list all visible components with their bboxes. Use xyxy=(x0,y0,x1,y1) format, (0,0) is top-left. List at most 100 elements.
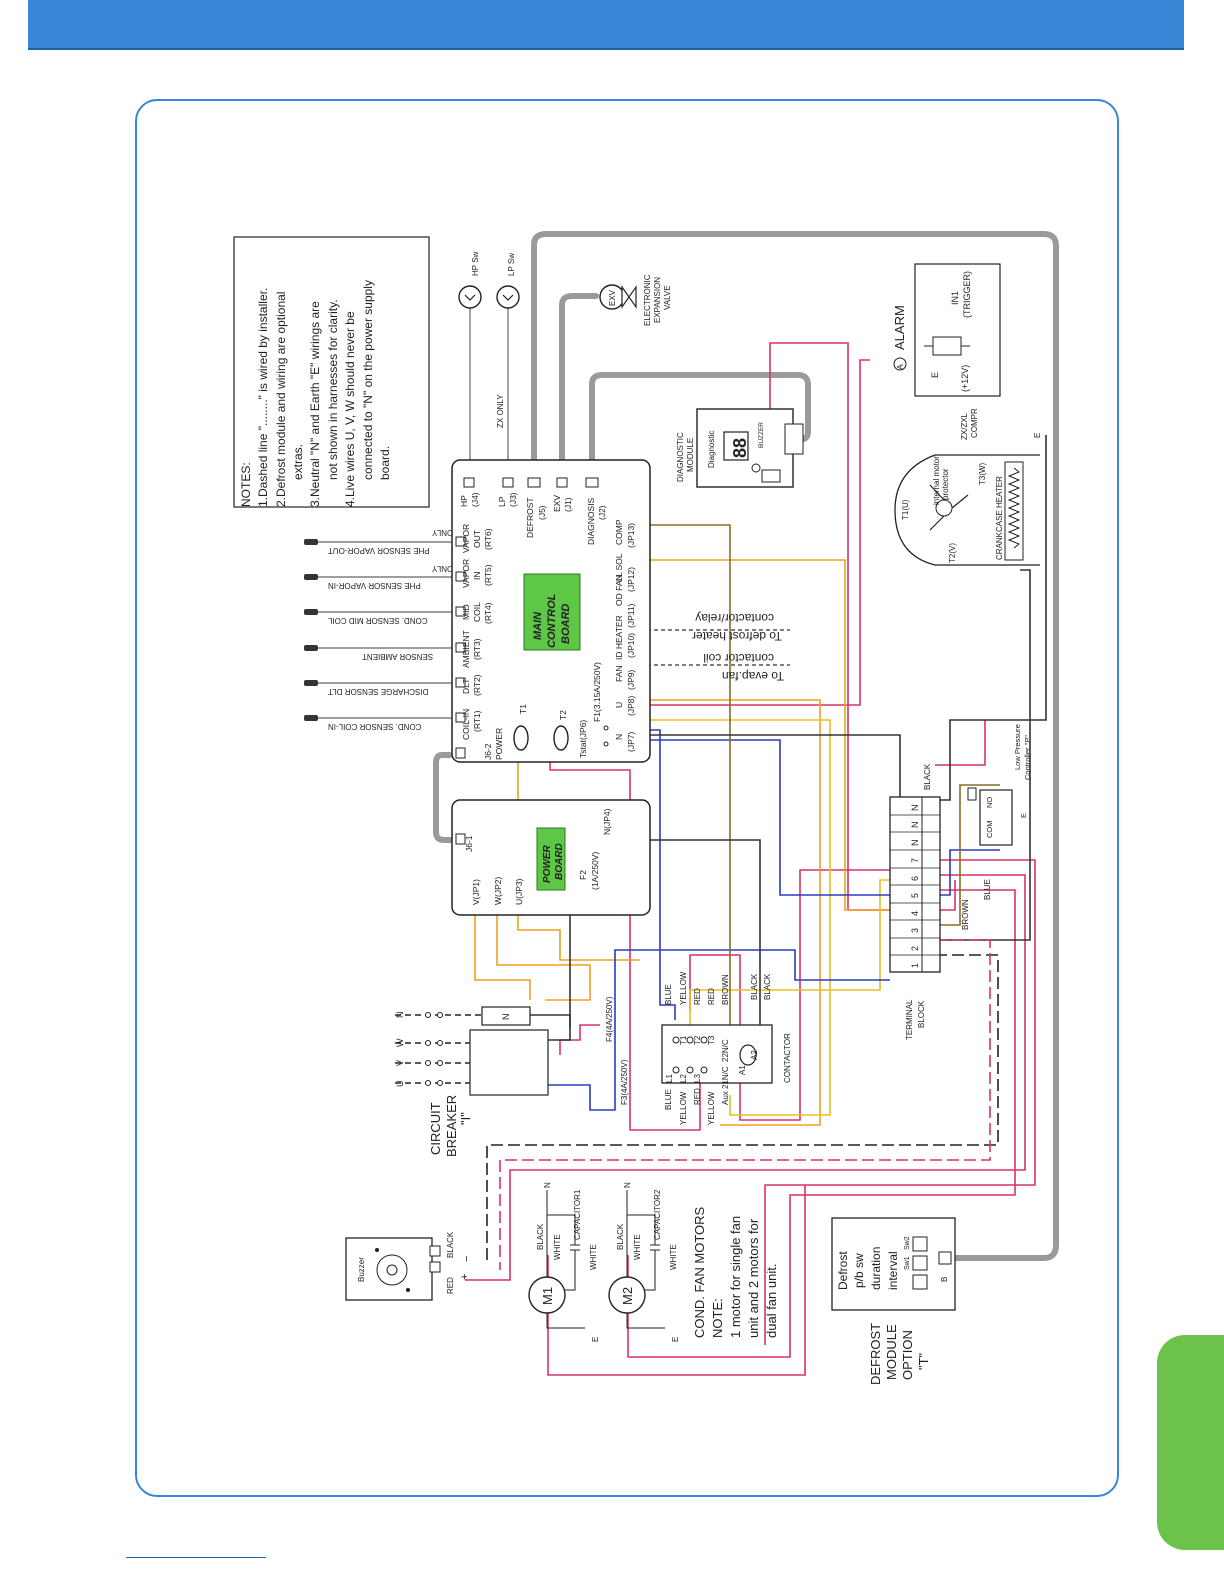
fuse-f4: F4(4A/250V) xyxy=(605,996,614,1042)
port-lp-id: (J3) xyxy=(508,492,518,507)
compressor-protector-2: protector xyxy=(941,468,950,500)
fuse-f3: F3(4A/250V) xyxy=(620,1059,629,1105)
terminal-2: 2 xyxy=(910,946,920,951)
power-board-label-1: POWER xyxy=(542,844,553,883)
port-comp-id: (JP13) xyxy=(626,523,636,548)
breaker-n2: N xyxy=(501,1014,511,1021)
alarm-symbol: A xyxy=(896,364,905,370)
breaker-u: U xyxy=(395,1081,405,1088)
port-diagnosis: DIAGNOSIS xyxy=(586,497,596,545)
port-u: U xyxy=(614,702,624,708)
relay-note-4: To evap.fan xyxy=(722,669,784,683)
sensor-coil-in-label: COND. SENSOR COIL-IN xyxy=(328,722,422,731)
footer-rule xyxy=(126,1557,266,1558)
crankcase-heater-label: CRANKCASE HEATER xyxy=(995,476,1004,560)
alarm-title: ALARM xyxy=(892,305,907,350)
defrost-option-1: DEFROST xyxy=(868,1323,883,1385)
power-njp4: N(JP4) xyxy=(602,808,612,835)
port-rt5-b: IN xyxy=(472,572,482,581)
main-board-label-2: CONTROL xyxy=(546,593,558,648)
port-rt1-a: COIL-IN xyxy=(461,709,471,740)
note-4a: 4.Live wires U, V, W should never be xyxy=(343,311,357,507)
port-heater-id: (JP10) xyxy=(626,633,636,658)
note-4b: connected to "N" on the power supply xyxy=(361,280,375,480)
port-rt4-c: (RT4) xyxy=(483,602,493,624)
fan-motors-note-1: 1 motor for single fan xyxy=(728,1216,743,1338)
port-t2: T2 xyxy=(558,710,568,720)
port-j62: J6-2 xyxy=(483,743,493,760)
port-rt4-b: COIL xyxy=(472,602,482,622)
port-rt2-b: (RT2) xyxy=(472,674,482,696)
defrost-b: B xyxy=(940,1277,949,1282)
wire-yellow-bottom-2: YELLOW xyxy=(707,1091,716,1125)
fan-motors-note-3: dual fan unit. xyxy=(764,1264,779,1338)
contactor-a2: A2 xyxy=(750,1050,759,1060)
terminal-block-title-2: BLOCK xyxy=(917,1000,926,1028)
compressor: T1(U) T2(V) T3(W) internal motor protect… xyxy=(894,408,1042,566)
compressor-model-2: COMPR xyxy=(970,408,979,438)
m1-black-wire: BLACK xyxy=(536,1223,545,1250)
defrost-label-4: interval xyxy=(886,1251,900,1290)
circuit-breaker: N W V U N F3(4A/250V) F4(4A/250V) CIRCUI… xyxy=(395,996,629,1157)
power-board-label-2: BOARD xyxy=(554,843,565,880)
wire-blue-top: BLUE xyxy=(664,984,673,1005)
sensor-vapor-in-note: ZXL ONLY xyxy=(431,564,469,573)
sensor-ambient-label: SENSOR AMBIENT xyxy=(362,652,433,661)
m2-earth: E xyxy=(671,1337,680,1342)
lp-label-2: Controller "P" xyxy=(1023,735,1032,780)
terminal-n2: N xyxy=(910,822,920,829)
buzzer-label-text: Buzzer xyxy=(357,1257,366,1282)
contactor-t3: T3 xyxy=(707,1035,716,1045)
power-wjp2: W(JP2) xyxy=(493,877,503,906)
defrost-sw2: Sw2 xyxy=(904,1236,911,1250)
zx-only-label: ZX ONLY xyxy=(496,394,505,428)
port-rt3-b: (RT3) xyxy=(472,638,482,660)
contactor-t1: T1 xyxy=(679,1035,688,1045)
defrost-label-1: Defrost xyxy=(836,1251,850,1290)
buzzer: Buzzer RED BLACK + − xyxy=(345,1231,473,1301)
m2-white-wire-2: WHITE xyxy=(669,1244,678,1270)
main-board-label-3: BOARD xyxy=(560,604,572,644)
power-j61: J6-1 xyxy=(464,835,474,852)
terminal-7: 7 xyxy=(910,858,920,863)
port-u-id: (JP8) xyxy=(626,696,636,716)
main-board-label-1: MAIN xyxy=(532,611,544,640)
terminal-block-title-1: TERMINAL xyxy=(905,999,914,1040)
port-llsol-id: (JP12) xyxy=(626,567,636,592)
compressor-protector-1: internal motor xyxy=(932,456,941,505)
port-j62-power: POWER xyxy=(494,728,504,760)
diagnostic-title-1: DIAGNOSTIC xyxy=(676,432,685,482)
port-fan-id: (JP9) xyxy=(626,670,636,690)
note-4c: board. xyxy=(378,446,392,480)
breaker-title-3: "I" xyxy=(458,1112,473,1125)
buzzer-minus: − xyxy=(461,1256,473,1262)
power-ujp3: U(JP3) xyxy=(514,878,524,905)
exv-label-1: ELECTRONIC xyxy=(643,274,652,326)
page-side-tab xyxy=(1157,1335,1224,1550)
m1-white-wire: WHITE xyxy=(553,1234,562,1260)
compressor-earth: E xyxy=(1033,433,1042,438)
wire-black-top: BLACK xyxy=(750,973,759,1000)
defrost-sw1: Sw1 xyxy=(904,1256,911,1270)
power-vjp1: V(JP1) xyxy=(471,879,481,905)
fan-motors-note: NOTE: xyxy=(710,1298,725,1338)
contactor: L1 L2 L3 T1 T2 T3 22N/C Aux 21N/C A1 A2 … xyxy=(661,971,792,1125)
relay-notes: contactor/relay To defrost heater contac… xyxy=(692,611,784,683)
lp-earth: E xyxy=(1019,813,1028,818)
wire-black-top-2: BLACK xyxy=(763,973,772,1000)
port-rt1-b: (RT1) xyxy=(472,710,482,732)
port-odfan: OD FAN xyxy=(614,574,624,606)
terminal-n3: N xyxy=(910,805,920,812)
breaker-n: N xyxy=(395,1012,405,1019)
wire-yellow-bottom: YELLOW xyxy=(679,1091,688,1125)
terminal-3: 3 xyxy=(910,928,920,933)
breaker-w: W xyxy=(395,1038,405,1047)
power-board: POWER BOARD J6-1 N(JP4) F2 (1A/250V) V(J… xyxy=(451,799,651,916)
terminal-black-wire: BLACK xyxy=(923,763,932,790)
port-n-id: (JP7) xyxy=(626,732,636,752)
sensor-probes: PHE SENSOR VAPOR-OUT ZXL ONLY PHE SENSOR… xyxy=(304,528,470,731)
compressor-t2: T2(V) xyxy=(948,543,957,563)
wire-blue-bottom: BLUE xyxy=(664,1089,673,1110)
diagnostic-title-2: MODULE xyxy=(686,438,695,472)
